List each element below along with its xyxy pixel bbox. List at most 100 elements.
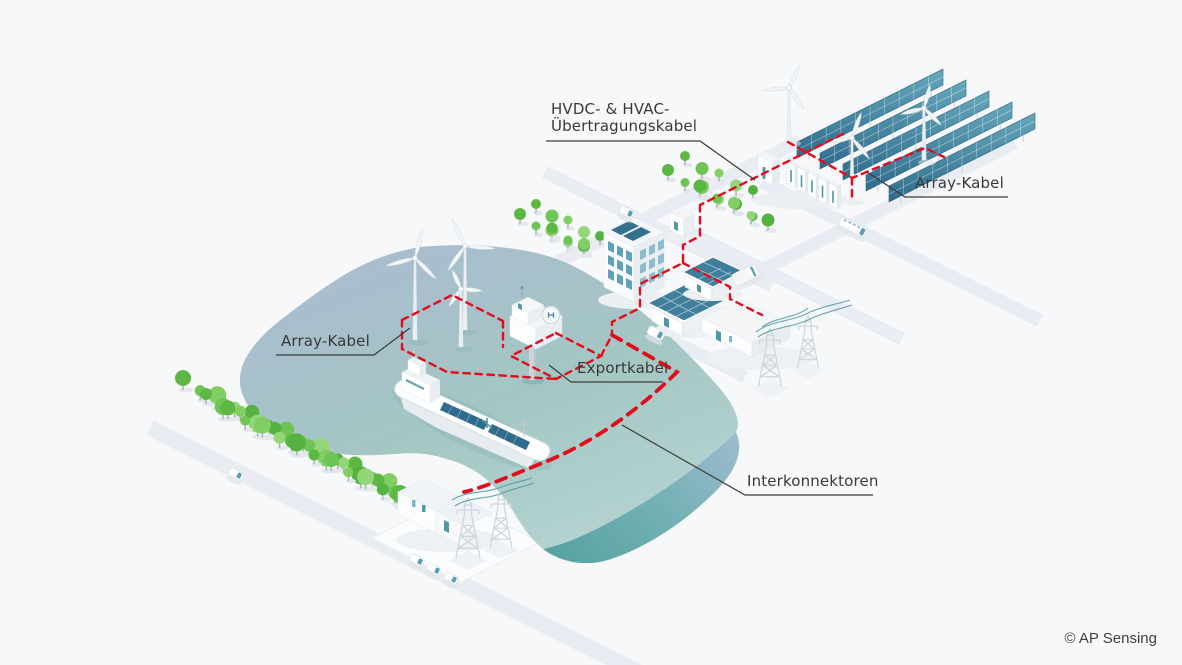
window xyxy=(617,259,623,272)
car xyxy=(226,467,245,485)
tree xyxy=(693,179,709,199)
city-distribution-cable xyxy=(681,261,764,317)
copyright: © AP Sensing xyxy=(1064,630,1157,647)
interconnector-cable xyxy=(462,333,681,494)
transmission-tower xyxy=(791,314,825,379)
car xyxy=(407,553,426,571)
vehicles xyxy=(226,205,868,589)
tree xyxy=(200,388,215,407)
window xyxy=(649,257,655,270)
window xyxy=(608,255,614,267)
label-exportkabel: Exportkabel xyxy=(577,359,669,377)
rooftop-solar-panel xyxy=(623,227,651,241)
transmission-substation xyxy=(701,298,853,398)
car xyxy=(424,562,443,580)
power-lines xyxy=(451,477,533,501)
tree xyxy=(761,213,777,233)
cargo-ship xyxy=(392,349,552,471)
tree xyxy=(680,178,692,194)
leader-hvdc xyxy=(546,140,756,181)
label-array-kabel-left: Array-Kabel xyxy=(281,332,370,350)
wind-turbine xyxy=(448,269,483,353)
wind-turbines xyxy=(385,63,942,353)
label-interkonnektoren: Interkonnektoren xyxy=(747,472,879,490)
road xyxy=(685,226,905,345)
tree xyxy=(514,208,529,227)
window xyxy=(608,241,614,253)
window xyxy=(617,245,623,258)
office-windows xyxy=(608,239,664,290)
wind-turbine xyxy=(900,84,942,166)
power-lines xyxy=(761,307,809,328)
transmission-towers xyxy=(751,314,825,398)
tree xyxy=(531,199,544,216)
export-cable xyxy=(599,333,614,358)
transmission-tower xyxy=(483,491,519,559)
tree xyxy=(531,221,543,237)
road xyxy=(759,176,1043,327)
window xyxy=(626,264,632,276)
tree xyxy=(563,215,575,231)
power-lines xyxy=(755,299,851,333)
bus xyxy=(836,216,868,242)
tree xyxy=(728,197,743,216)
wind-turbine xyxy=(762,63,805,147)
leader-array-left xyxy=(276,327,411,356)
tree xyxy=(287,433,308,458)
power-lines xyxy=(454,482,535,507)
tree xyxy=(563,235,575,251)
tree xyxy=(546,222,560,240)
offshore-substation-platform xyxy=(509,286,563,385)
label-line: HVDC- & HVAC- xyxy=(551,100,670,118)
power-lines xyxy=(757,304,853,338)
ship-solar-panels xyxy=(488,424,530,450)
utility-cabin xyxy=(666,206,698,242)
helipad-icon xyxy=(541,305,561,325)
truck xyxy=(731,263,765,290)
tree xyxy=(175,370,194,393)
window xyxy=(640,248,646,260)
window xyxy=(608,269,614,281)
tree xyxy=(714,168,726,184)
tree xyxy=(695,162,711,182)
tree xyxy=(253,416,273,441)
tree xyxy=(240,415,253,432)
tree xyxy=(578,238,593,257)
solar-panel-row xyxy=(796,68,944,160)
window xyxy=(626,278,632,290)
window xyxy=(658,239,664,251)
wind-turbine xyxy=(385,228,437,346)
cable-network xyxy=(400,132,946,494)
solar-farm xyxy=(796,68,1036,204)
tree xyxy=(357,468,377,492)
window xyxy=(617,273,623,286)
leader-export xyxy=(548,364,663,383)
battery-unit xyxy=(807,170,820,199)
solar-panel-row xyxy=(842,90,990,182)
car xyxy=(617,205,636,223)
tree xyxy=(273,431,288,451)
onshore-converter-station xyxy=(396,477,535,570)
platform-cable-loop xyxy=(508,331,604,381)
label-hvdc-hvac-cable: HVDC- & HVAC- Übertragungskabel xyxy=(551,101,697,135)
van xyxy=(645,325,666,345)
battery-unit xyxy=(828,180,841,210)
battery-storage xyxy=(752,152,848,210)
window xyxy=(640,262,646,274)
solar-panel-row xyxy=(888,112,1036,204)
station-door xyxy=(444,520,449,533)
deck-crane xyxy=(481,418,493,429)
rooftop-solar-panel xyxy=(611,221,639,235)
tree xyxy=(680,151,693,168)
array-cable-onshore xyxy=(786,140,946,180)
solar-house xyxy=(681,256,745,301)
tree xyxy=(343,467,356,484)
array-cable-onshore xyxy=(698,132,845,207)
leader-interconnector xyxy=(621,424,873,496)
label-line: Übertragungskabel xyxy=(551,117,698,135)
window xyxy=(658,253,664,265)
leader-array-top xyxy=(866,171,1008,198)
tree xyxy=(746,211,758,227)
